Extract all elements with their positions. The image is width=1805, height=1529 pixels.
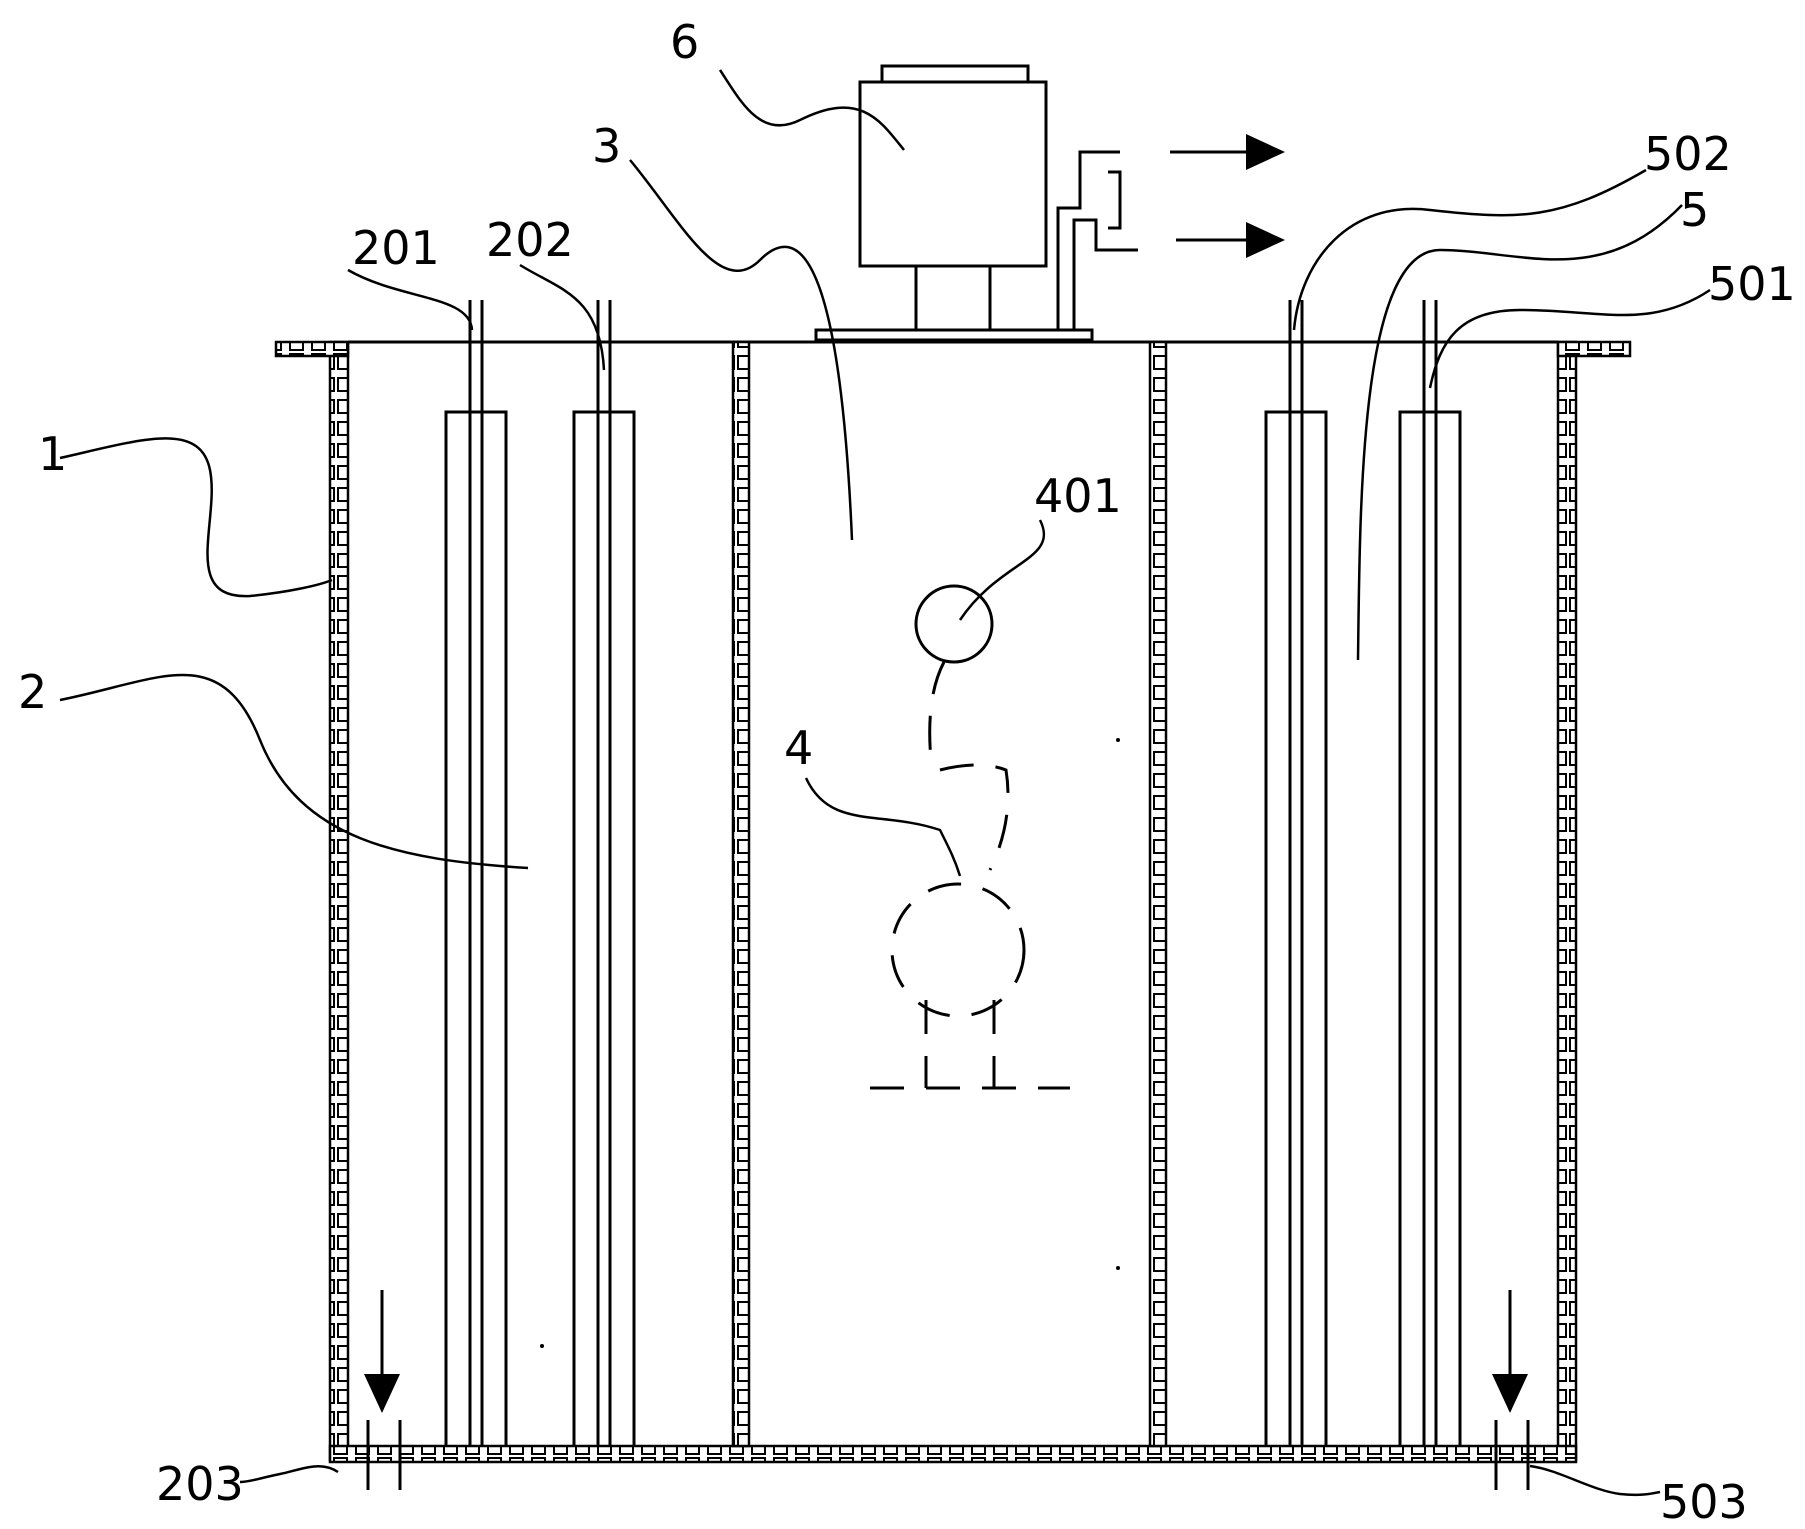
outlet-pipes	[1056, 150, 1138, 330]
label-503: 503	[1660, 1475, 1748, 1529]
label-202: 202	[486, 213, 574, 267]
motor-unit	[814, 64, 1285, 342]
right-flange	[1556, 340, 1632, 358]
right-wall	[1556, 340, 1578, 1462]
electrode-502-sleeve	[1264, 410, 1328, 1446]
motor-base	[814, 328, 1094, 342]
float-401	[914, 584, 994, 664]
pump-4	[890, 882, 1026, 1018]
electrodes-chamber-2	[444, 300, 636, 1446]
partitions	[731, 340, 1168, 1448]
leader-lines	[59, 69, 1711, 1497]
pump-assembly	[870, 584, 1070, 1090]
bottom-wall	[328, 1444, 1578, 1464]
left-flange	[274, 340, 350, 358]
label-1: 1	[38, 427, 67, 481]
label-3: 3	[592, 119, 621, 173]
partition-left	[731, 340, 751, 1448]
electrodes-chamber-5	[1264, 300, 1462, 1446]
stray-dots	[540, 738, 1120, 1348]
label-502: 502	[1644, 127, 1732, 181]
label-201: 201	[352, 221, 440, 275]
label-401: 401	[1034, 469, 1122, 523]
label-2: 2	[18, 665, 47, 719]
label-6: 6	[670, 15, 699, 69]
electrode-201-sleeve	[444, 410, 508, 1446]
electrode-202-sleeve	[572, 410, 636, 1446]
label-4: 4	[784, 721, 813, 775]
bottom-ports	[364, 1290, 1530, 1490]
partition-right	[1148, 340, 1168, 1448]
label-203: 203	[156, 1457, 244, 1511]
electrode-501-sleeve	[1398, 410, 1462, 1446]
tank-body	[274, 340, 1632, 1464]
motor-body	[858, 80, 1048, 268]
motor-cap	[880, 64, 1030, 84]
labels: 1 2 3 4 5 6 201 202 203 401 501 502 503	[18, 15, 1796, 1529]
label-5: 5	[1680, 183, 1709, 237]
label-501: 501	[1708, 257, 1796, 311]
left-wall	[328, 340, 350, 1462]
